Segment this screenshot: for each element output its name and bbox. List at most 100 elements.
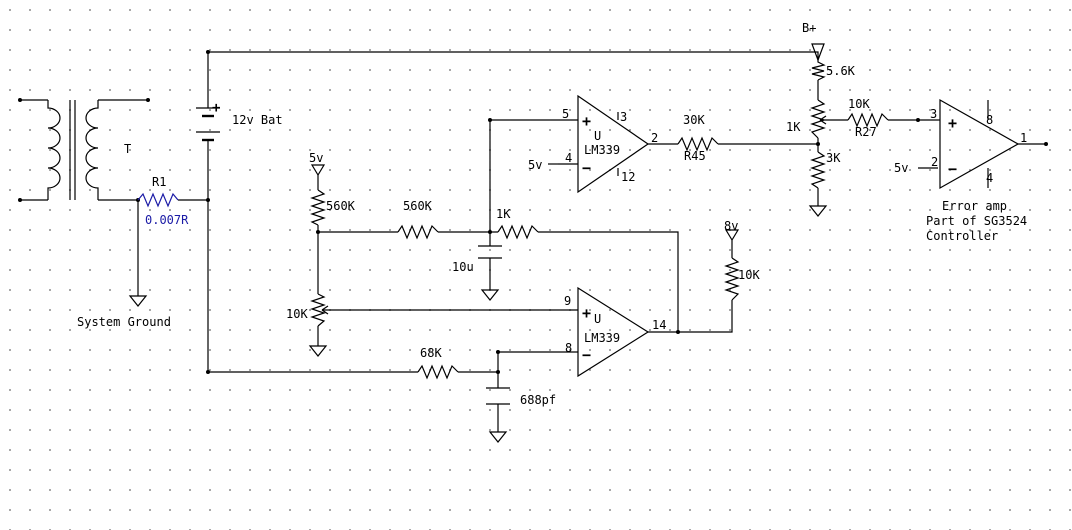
junction-dot: [206, 50, 210, 54]
comparator-top-pin-2: 2: [651, 131, 658, 145]
error-amp-pin-1: 1: [1020, 131, 1027, 145]
comparator-bottom-unit: U: [594, 312, 601, 326]
resistor-560k-label: 560K: [403, 199, 433, 213]
battery-plus-sign: +: [212, 100, 220, 116]
supply-5v-arrow-icon: [310, 164, 326, 177]
junction-dot: [316, 230, 320, 234]
capacitor-10u-label: 10u: [452, 260, 474, 274]
comparator-top-plus-sign: +: [582, 112, 591, 130]
grounds: System Ground: [77, 205, 828, 443]
wires: [20, 51, 1046, 432]
junction-dot: [206, 198, 210, 202]
error-amp-pin-2: 2: [931, 155, 938, 169]
comparator-top: + − U LM339 5 4 3 12 2 5v: [528, 94, 658, 194]
resistor-r45: [677, 136, 719, 152]
comparator-bottom: + − U LM339 9 8 14: [558, 286, 666, 378]
b-plus-label: B+: [802, 21, 816, 35]
resistor-r1-zigzag: [137, 192, 179, 208]
junction-dot: [496, 350, 500, 354]
resistor-r1: R1 0.007R: [137, 175, 189, 227]
error-amp-pin-4: 4: [986, 171, 993, 185]
supply-5v-label: 5v: [309, 151, 323, 165]
comparator-top-triangle: [577, 94, 650, 194]
ground-icon: [308, 345, 328, 357]
junction-dot: [206, 370, 210, 374]
transformer-primary-coil: [47, 100, 61, 200]
junction-dot: [18, 98, 22, 102]
junction-dot: [816, 142, 820, 146]
error-amp-5v-label: 5v: [894, 161, 908, 175]
potentiometer-10k: [310, 293, 326, 327]
comparator-top-pin-4: 4: [565, 151, 572, 165]
resistor-3k-label: 3K: [826, 151, 841, 165]
junction-dot: [676, 330, 680, 334]
error-amp-pin-3: 3: [930, 107, 937, 121]
resistor-68k-label: 68K: [420, 346, 442, 360]
junction-dot: [146, 98, 150, 102]
error-amp-triangle: [939, 98, 1020, 190]
capacitors: 10u 688pf: [452, 245, 556, 407]
resistor-r1-value: 0.007R: [145, 213, 189, 227]
ground-icon: [128, 295, 148, 307]
error-amp-plus-sign: +: [948, 114, 957, 132]
junction-dot: [1044, 142, 1048, 146]
error-amp-minus-sign: −: [948, 160, 957, 178]
error-amp-pin-8: 8: [986, 113, 993, 127]
ground-icon: [480, 289, 500, 301]
comparator-bottom-minus-sign: −: [582, 346, 591, 364]
comparator-top-pin-5: 5: [562, 107, 569, 121]
system-ground-label: System Ground: [77, 315, 171, 329]
resistor-10k-pullup: [724, 257, 740, 301]
error-amp-caption-2: Part of SG3524: [926, 214, 1027, 228]
comparator-bottom-triangle: [577, 286, 650, 378]
battery-label: 12v Bat: [232, 113, 283, 127]
resistor-1k-label: 1K: [496, 207, 511, 221]
potentiometers: 1K 10K: [286, 99, 828, 327]
junction-dot: [18, 198, 22, 202]
junction-dot: [916, 118, 920, 122]
comparator-bottom-pin-8: 8: [565, 341, 572, 355]
potentiometer-10k-wiper-arrow-icon: [321, 305, 330, 315]
potentiometer-1k-label: 1K: [786, 120, 801, 134]
resistor-r27: [847, 112, 889, 128]
potentiometer-10k-label: 10K: [286, 307, 308, 321]
transformer-label: T: [124, 142, 131, 156]
transformer-secondary-coil: [85, 100, 99, 200]
junction-dot: [488, 118, 492, 122]
resistor-5k6: [811, 60, 826, 81]
supply-8v-arrow-icon: [724, 229, 740, 242]
resistor-10k-pullup-label: 10K: [738, 268, 760, 282]
battery-12v: + 12v Bat: [196, 100, 283, 142]
comparator-top-5v-label: 5v: [528, 158, 542, 172]
resistor-1k: [497, 224, 539, 240]
junction-dot: [496, 370, 500, 374]
potentiometer-1k-wiper-arrow-icon: [819, 115, 828, 125]
junction-dot: [488, 230, 492, 234]
resistor-r27-value: 10K: [848, 97, 870, 111]
error-amp: + − 3 2 8 4 1 5v Error amp Part of SG352…: [894, 98, 1027, 243]
comparator-bottom-pin-14: 14: [652, 318, 666, 332]
wire-1k-feedback: [538, 231, 679, 332]
resistors: 5.6K 3K 10K R27 30K R45 560K 560K 1K 68K…: [310, 60, 889, 380]
resistor-r45-name: R45: [684, 149, 706, 163]
error-amp-caption-1: Error amp: [942, 199, 1007, 213]
supply-arrows: B+ 5v 8v: [309, 21, 825, 242]
resistor-r45-value: 30K: [683, 113, 705, 127]
comparator-top-pin-3: 3: [620, 110, 627, 124]
supply-8v-label: 8v: [724, 219, 738, 233]
resistor-r1-name: R1: [152, 175, 166, 189]
comparator-top-unit: U: [594, 129, 601, 143]
resistor-560k: [397, 224, 439, 240]
junctions: [18, 50, 1048, 374]
ground-icon: [808, 205, 828, 217]
resistor-68k: [417, 364, 459, 380]
comparator-bottom-plus-sign: +: [582, 304, 591, 322]
comparator-top-name: LM339: [584, 143, 620, 157]
b-plus-arrow-icon: [811, 43, 825, 62]
resistor-560k-pot-label: 560K: [326, 199, 356, 213]
resistor-560k-pot: [310, 189, 326, 226]
comparator-bottom-pin-9: 9: [564, 294, 571, 308]
transformer: T: [47, 100, 131, 200]
